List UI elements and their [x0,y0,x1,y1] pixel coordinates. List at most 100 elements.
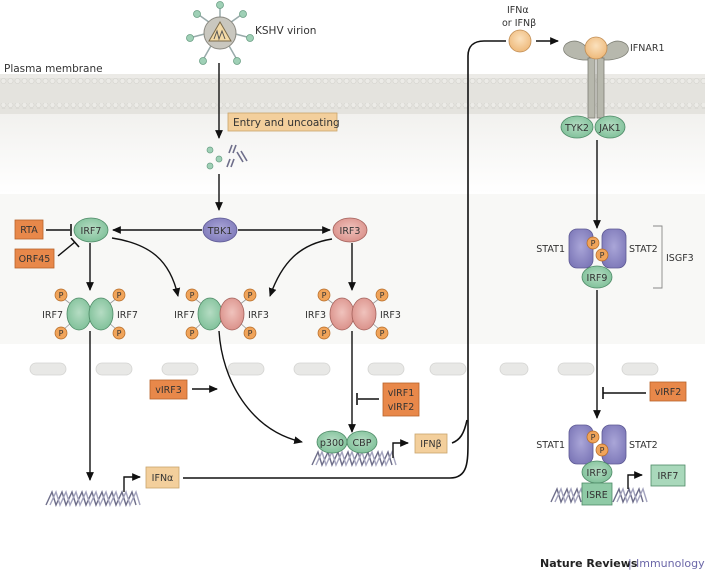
nuclear-membrane [29,362,659,376]
kshv-virion-icon [186,1,254,65]
phospho-group: P P P P [54,288,126,340]
isre-box: ISRE [581,482,613,506]
svg-text:P: P [322,291,327,300]
irf9-label: IRF9 [587,273,608,284]
irf7-dimer-left-label: IRF7 [42,310,63,321]
tbk1-label: TBK1 [207,226,233,237]
irf3-node: IRF3 [332,217,368,243]
bound-ifn-icon [584,36,608,60]
rta-box: RTA [14,219,44,240]
tbk1-node: TBK1 [202,217,238,243]
irf7-homodimer: P P P P IRF7 IRF7 [42,288,138,340]
p300-node: p300 [316,430,348,454]
irf7-product-box: IRF7 [650,464,686,487]
nuclear-stat2-label: STAT2 [629,440,658,451]
ifnar1-label: IFNAR1 [630,43,665,54]
irf7-dimer-right-label: IRF7 [117,310,138,321]
svg-text:P: P [322,329,327,338]
kshv-virion-label: KSHV virion [255,25,316,37]
isgf3-complex: P P IRF9 [568,228,627,289]
virf2-right-label: vIRF2 [655,387,682,398]
svg-text:P: P [248,291,253,300]
svg-text:P: P [190,329,195,338]
irf7-to-heterodimer-arrow [111,237,181,297]
rta-label: RTA [20,225,38,236]
ifnb-label: IFNβ [420,439,441,450]
virf2-box-right: vIRF2 [649,381,687,402]
isgf3-label: ISGF3 [666,253,694,264]
irf3-to-heterodimer-arrow [268,238,333,297]
stat1-label: STAT1 [536,244,565,255]
svg-text:P: P [600,446,605,455]
ifn-ligand-label-line2: or IFNβ [502,18,536,29]
irf7-label: IRF7 [81,226,102,237]
p300-label: p300 [320,438,344,449]
plasma-membrane [0,78,705,114]
svg-text:P: P [117,329,122,338]
tyk2-label: TYK2 [564,123,589,134]
jak1-label: JAK1 [598,123,620,134]
footer-journal: Nature Reviews [540,557,638,570]
irf7-transcription-arrow [627,471,643,489]
orf45-inhibits-irf7 [57,241,76,257]
orf45-box: ORF45 [14,248,55,269]
dna-ifnb-promoter [311,450,397,467]
heterodimer-irf3-label: IRF3 [248,310,269,321]
ifna-transcription-arrow [123,473,141,492]
stat2-label: STAT2 [629,244,658,255]
orf45-label: ORF45 [19,254,51,265]
dna-isre [550,487,648,504]
irf3-homodimer: P P P P IRF3 IRF3 [305,288,401,340]
entry-uncoating-label: Entry and uncoating [233,117,340,129]
cbp-node: CBP [346,430,378,454]
virf3-box: vIRF3 [149,379,188,400]
ifnb-gene-box: IFNβ [414,433,448,454]
cbp-label: CBP [353,438,372,449]
phospho-group: P P P P [185,288,257,340]
isgf3-bracket [653,225,663,289]
svg-text:P: P [380,329,385,338]
phospho-icon [586,430,600,444]
plasma-membrane-label: Plasma membrane [4,63,103,75]
viral-genome-fragments-icon [206,144,248,170]
virf2-label: vIRF2 [388,402,415,413]
virf1-virf2-box: vIRF1 vIRF2 [382,382,420,417]
phospho-icon [586,236,600,250]
footer-section: Immunology [636,557,705,570]
footer-separator: | [628,557,632,570]
svg-text:P: P [117,291,122,300]
ifnar-receptor [563,36,629,119]
entry-uncoating-box [227,112,338,132]
isre-label: ISRE [586,490,607,501]
heterodimer-irf7-label: IRF7 [174,310,195,321]
phospho-icon [595,443,609,457]
irf3-dimer-left-label: IRF3 [305,310,326,321]
svg-text:P: P [248,329,253,338]
isgf3-nuclear-complex: P P IRF9 [568,424,627,484]
nuclear-stat1-label: STAT1 [536,440,565,451]
orf45-inhibition-bar [70,237,80,248]
virf1-label: vIRF1 [388,388,415,399]
ifnb-transcription-arrow [392,439,409,458]
svg-text:P: P [591,433,596,442]
phospho-icon [595,248,609,262]
irf7-node: IRF7 [73,217,109,243]
ifna-gene-box: IFNα [145,466,180,489]
ifn-ligand-icon [508,29,532,53]
svg-text:P: P [190,291,195,300]
ifn-ligand-label-line1: IFNα [507,5,529,16]
svg-text:P: P [59,291,64,300]
ifnb-secretion-path [451,419,468,444]
heterodimer-to-p300-arrow [218,330,303,445]
nuclear-irf9-label: IRF9 [587,468,608,479]
svg-text:P: P [591,239,596,248]
jak1-node: JAK1 [594,115,626,139]
ifna-label: IFNα [152,473,174,484]
svg-text:P: P [380,291,385,300]
irf3-dimer-right-label: IRF3 [380,310,401,321]
tyk2-node: TYK2 [560,115,594,139]
irf7-irf3-heterodimer: P P P P IRF7 IRF3 [174,288,269,340]
phospho-group: P P P P [317,288,389,340]
virf3-label: vIRF3 [155,385,182,396]
